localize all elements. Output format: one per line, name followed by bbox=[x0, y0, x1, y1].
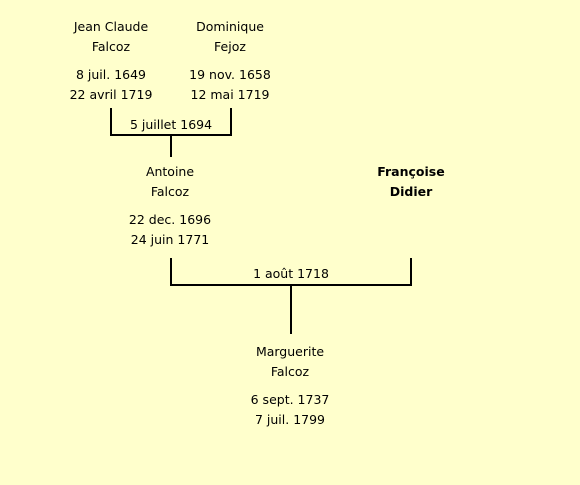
person-birth-date: 19 nov. 1658 bbox=[189, 67, 271, 82]
person-last-name: Falcoz bbox=[270, 364, 310, 379]
person-francoise-didier[interactable]: Françoise Didier bbox=[346, 162, 476, 202]
person-birth-date: 8 juil. 1649 bbox=[75, 67, 147, 82]
person-last-name: Didier bbox=[389, 184, 433, 199]
person-last-name: Fejoz bbox=[214, 39, 246, 54]
person-death-date: 24 juin 1771 bbox=[130, 232, 210, 247]
person-antoine-falcoz[interactable]: Antoine Falcoz 22 dec. 1696 24 juin 1771 bbox=[105, 162, 235, 250]
person-first-name: Jean Claude bbox=[73, 19, 149, 34]
person-first-name: Françoise bbox=[377, 164, 445, 179]
person-death-date: 12 mai 1719 bbox=[190, 87, 270, 102]
person-death-date: 22 avril 1719 bbox=[69, 87, 153, 102]
person-jean-claude-falcoz[interactable]: Jean Claude Falcoz 8 juil. 1649 22 avril… bbox=[46, 17, 176, 105]
marriage-date-1: 5 juillet 1694 bbox=[129, 117, 213, 132]
person-birth-date: 6 sept. 1737 bbox=[250, 392, 330, 407]
person-marguerite-falcoz[interactable]: Marguerite Falcoz 6 sept. 1737 7 juil. 1… bbox=[225, 342, 355, 430]
person-first-name: Dominique bbox=[196, 19, 264, 34]
person-death-date: 7 juil. 1799 bbox=[254, 412, 326, 427]
marriage-date-2: 1 août 1718 bbox=[253, 266, 329, 281]
person-last-name: Falcoz bbox=[150, 184, 190, 199]
person-first-name: Marguerite bbox=[255, 344, 325, 359]
person-dominique-fejoz[interactable]: Dominique Fejoz 19 nov. 1658 12 mai 1719 bbox=[165, 17, 295, 105]
person-last-name: Falcoz bbox=[91, 39, 131, 54]
person-first-name: Antoine bbox=[145, 164, 195, 179]
person-birth-date: 22 dec. 1696 bbox=[128, 212, 212, 227]
